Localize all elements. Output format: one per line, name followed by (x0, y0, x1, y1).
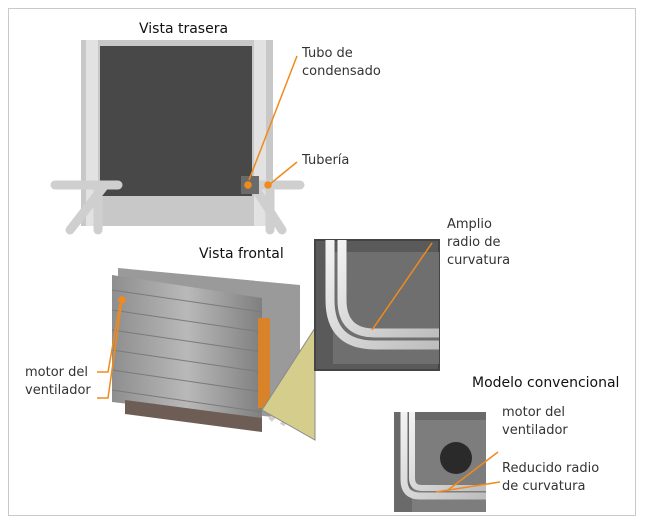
leader-lines (97, 55, 501, 493)
front-view-title: Vista frontal (199, 246, 284, 262)
wide-radius-label-line1: Amplio (447, 217, 492, 232)
condensate-tube-label-line1: Tubo de (302, 46, 353, 61)
conventional-detail (394, 412, 486, 512)
wide-radius-label-line3: curvatura (447, 253, 511, 268)
fan-motor-right-label-line1: motor del (502, 405, 566, 420)
rear-view-title: Vista trasera (139, 21, 229, 37)
reduced-radius-label-line1: Reducido radio (502, 461, 600, 476)
fan-motor-left-label-line2: ventilador (25, 383, 91, 398)
rear-view-unit (50, 40, 305, 235)
condensate-tube-label-line2: condensado (302, 64, 381, 79)
wide-radius-detail (314, 239, 440, 371)
zoom-callout (261, 326, 316, 441)
fan-motor-left-label-line1: motor del (25, 365, 89, 380)
conventional-model-title: Modelo convencional (472, 375, 620, 391)
wide-radius-label-line2: radio de (447, 235, 501, 250)
piping-label: Tubería (302, 153, 350, 168)
fan-motor-right-label-line2: ventilador (502, 423, 568, 438)
reduced-radius-label-line2: de curvatura (502, 479, 586, 494)
front-view-unit (111, 268, 300, 432)
